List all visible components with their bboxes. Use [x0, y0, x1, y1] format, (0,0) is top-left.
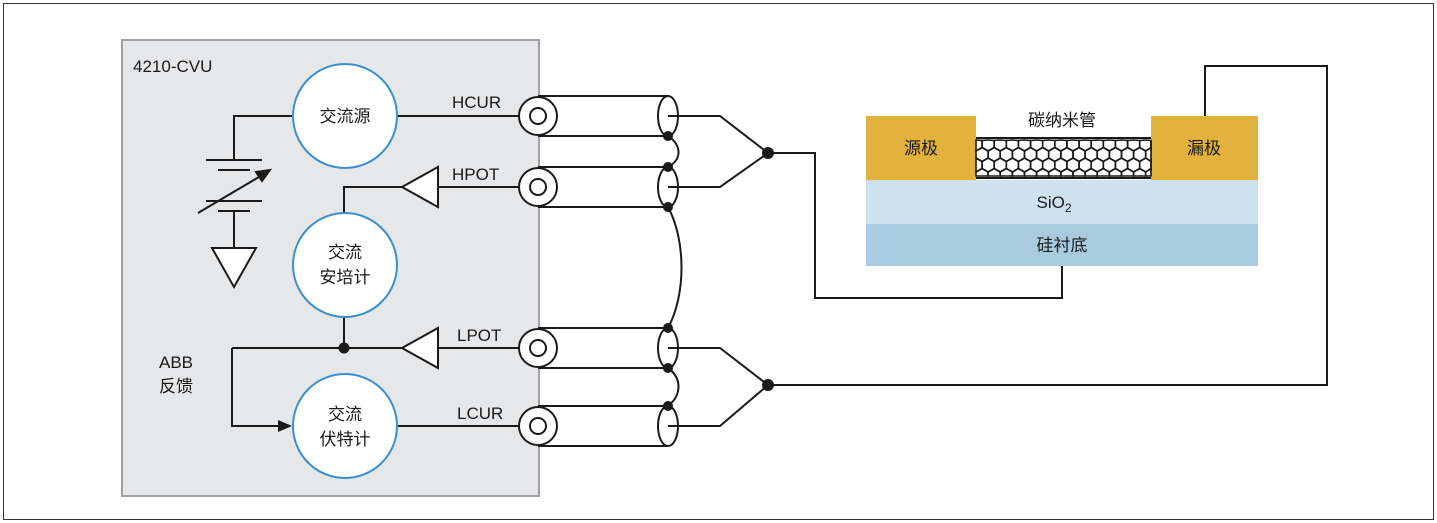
- external-wiring: [668, 65, 1328, 427]
- ac-ammeter-label-1: 交流: [328, 243, 362, 262]
- oxide-label-sub: 2: [1065, 201, 1072, 215]
- drain-label: 漏极: [1187, 139, 1221, 158]
- ac-source-label: 交流源: [320, 107, 371, 126]
- ac-ammeter-label-2: 安培计: [320, 268, 371, 287]
- ac-voltmeter-label-1: 交流: [328, 405, 362, 424]
- source-electrode: [866, 116, 976, 180]
- lpot-jack-inner: [529, 339, 547, 357]
- abb-junction-dot: [338, 342, 350, 354]
- ac-source-circle: [292, 63, 398, 169]
- abb-label-1: ABB: [159, 353, 193, 372]
- shield-dots: [663, 131, 673, 411]
- internal-wiring: [231, 115, 520, 427]
- coax-cables: [538, 95, 679, 447]
- dc-bias-source-icon: [197, 159, 273, 214]
- terminal-label-hcur: HCUR: [452, 93, 501, 112]
- drain-electrode: [1151, 116, 1258, 180]
- ac-voltmeter-label-2: 伏特计: [320, 430, 371, 449]
- source-label: 源极: [904, 139, 938, 158]
- lcur-jack-inner: [529, 417, 547, 435]
- outer-frame: [3, 3, 1434, 520]
- hpot-jack-inner: [529, 178, 547, 196]
- substrate-label: 硅衬底: [1037, 236, 1088, 255]
- oxide-label: SiO2: [1036, 193, 1071, 215]
- channel-label: 碳纳米管: [1028, 111, 1096, 130]
- terminal-label-lcur: LCUR: [457, 404, 503, 423]
- carbon-nanotube-icon: [975, 137, 1152, 180]
- hpot-buffer-icon: [399, 165, 439, 209]
- ac-voltmeter-circle: [292, 373, 398, 479]
- oxide-layer: [866, 180, 1258, 224]
- low-junction-dot: [762, 379, 774, 391]
- nanotube-hexagon: [1144, 167, 1152, 177]
- terminal-label-hpot: HPOT: [452, 165, 499, 184]
- abb-label-2: 反馈: [159, 377, 193, 396]
- high-junction-dot: [762, 147, 774, 159]
- feedback-arrow-icon: [278, 420, 292, 432]
- ac-ammeter-circle: [292, 212, 398, 318]
- ground-icon: [210, 247, 258, 290]
- instrument-name: 4210-CVU: [133, 57, 212, 76]
- substrate-layer: [866, 224, 1258, 266]
- terminal-label-lpot: LPOT: [457, 326, 501, 345]
- hcur-jack-inner: [529, 107, 547, 125]
- oxide-label-main: SiO: [1036, 193, 1064, 212]
- lpot-buffer-icon: [399, 326, 439, 370]
- connector-jacks: [518, 96, 558, 446]
